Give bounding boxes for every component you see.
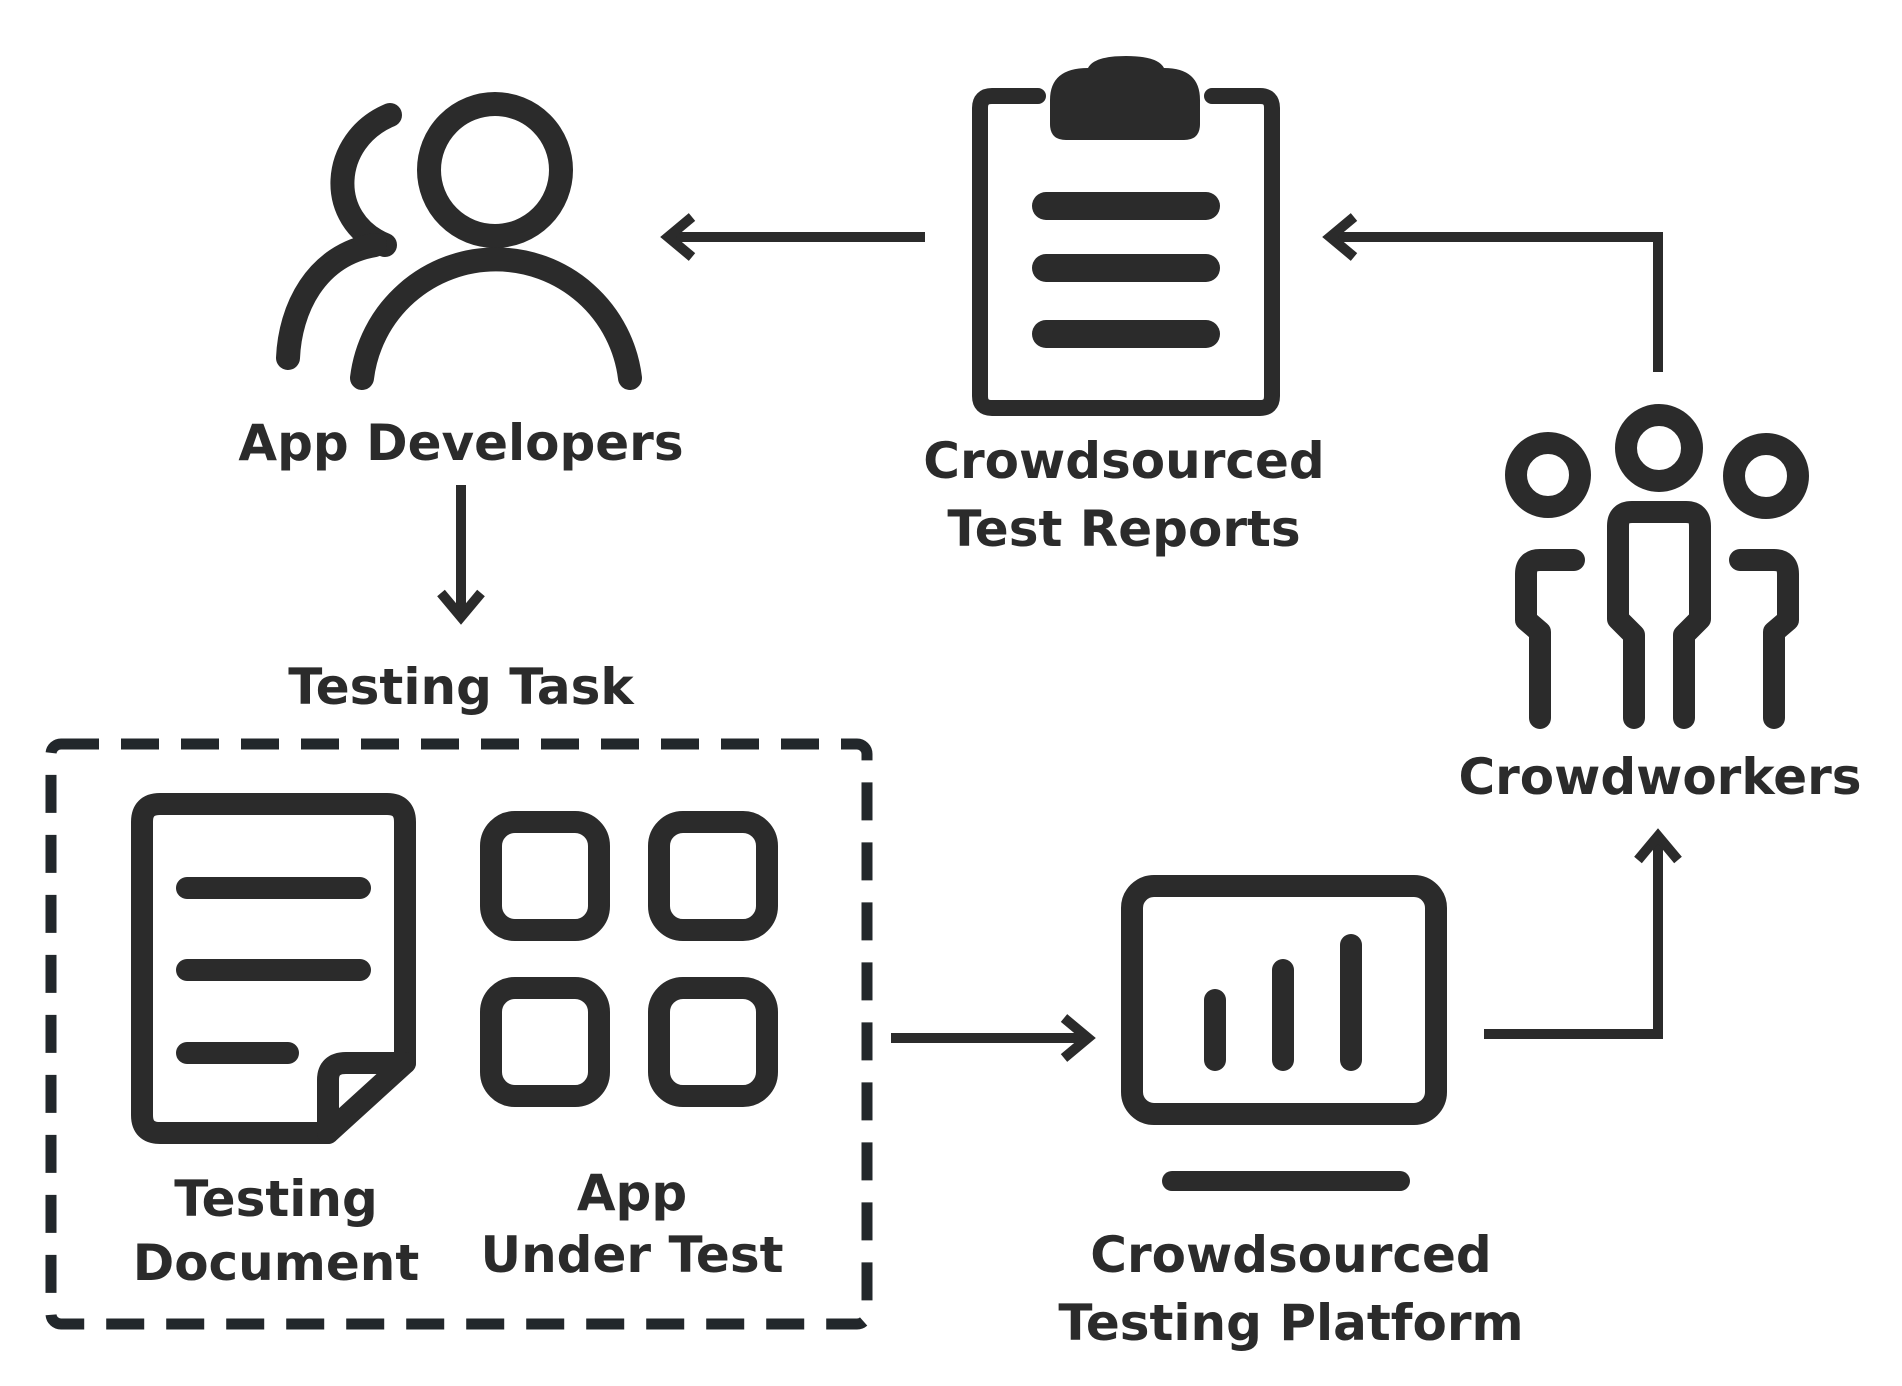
label-testing-document-line2: Document xyxy=(133,1234,420,1292)
label-app-developers: App Developers xyxy=(238,414,683,472)
label-app-under-test-line2: Under Test xyxy=(480,1226,783,1284)
label-reports-line1: Crowdsourced xyxy=(923,432,1324,490)
arrow-developers-to-task xyxy=(437,485,485,625)
label-reports-line2: Test Reports xyxy=(947,500,1300,558)
label-platform-line1: Crowdsourced xyxy=(1090,1226,1491,1284)
monitor-chart-icon xyxy=(1121,875,1447,1191)
arrow-crowdworkers-to-reports xyxy=(1322,213,1663,372)
label-platform-line2: Testing Platform xyxy=(1058,1294,1523,1352)
clipboard-icon xyxy=(972,56,1280,416)
arrow-platform-to-crowdworkers xyxy=(1484,828,1682,1039)
users-icon xyxy=(276,92,642,390)
label-crowdworkers: Crowdworkers xyxy=(1458,748,1861,806)
testing-task-box xyxy=(45,738,873,1330)
arrow-reports-to-developers xyxy=(660,213,925,261)
document-icon xyxy=(131,793,416,1144)
group-icon xyxy=(1505,404,1809,729)
arrow-task-to-platform xyxy=(891,1014,1096,1062)
label-app-under-test-line1: App xyxy=(577,1164,687,1222)
label-testing-document-line1: Testing xyxy=(174,1170,378,1228)
app-grid-icon xyxy=(480,811,778,1107)
label-testing-task: Testing Task xyxy=(288,658,635,716)
